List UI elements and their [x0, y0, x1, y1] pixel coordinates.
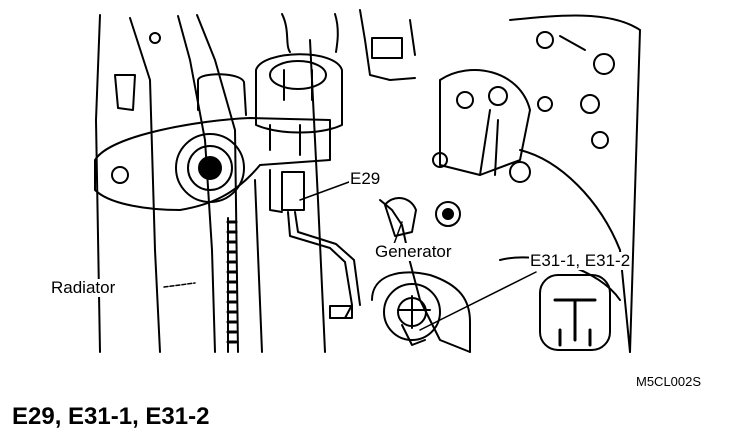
e29-connector-drawing [269, 169, 361, 319]
left-details-drawing [114, 9, 416, 111]
figure-code: M5CL002S [636, 374, 702, 389]
e29-callout-label: E29 [349, 169, 382, 188]
leader-lines [163, 181, 537, 331]
generator-leader [393, 221, 403, 245]
e29-leader [299, 181, 350, 201]
generator-drawing [371, 69, 531, 353]
radiator-drawing [95, 14, 326, 353]
connector-title: E29, E31-1, E31-2 [12, 403, 210, 430]
generator-callout-label: Generator [374, 242, 453, 261]
e31-callout-label: E31-1, E31-2 [529, 251, 632, 270]
upper-hose-drawing [197, 13, 343, 134]
radiator-leader [163, 282, 196, 288]
bracket-drawing [94, 117, 331, 211]
radiator-callout-label: Radiator [50, 278, 117, 297]
engine-block-drawing [499, 14, 641, 353]
e31-leader [419, 271, 537, 331]
